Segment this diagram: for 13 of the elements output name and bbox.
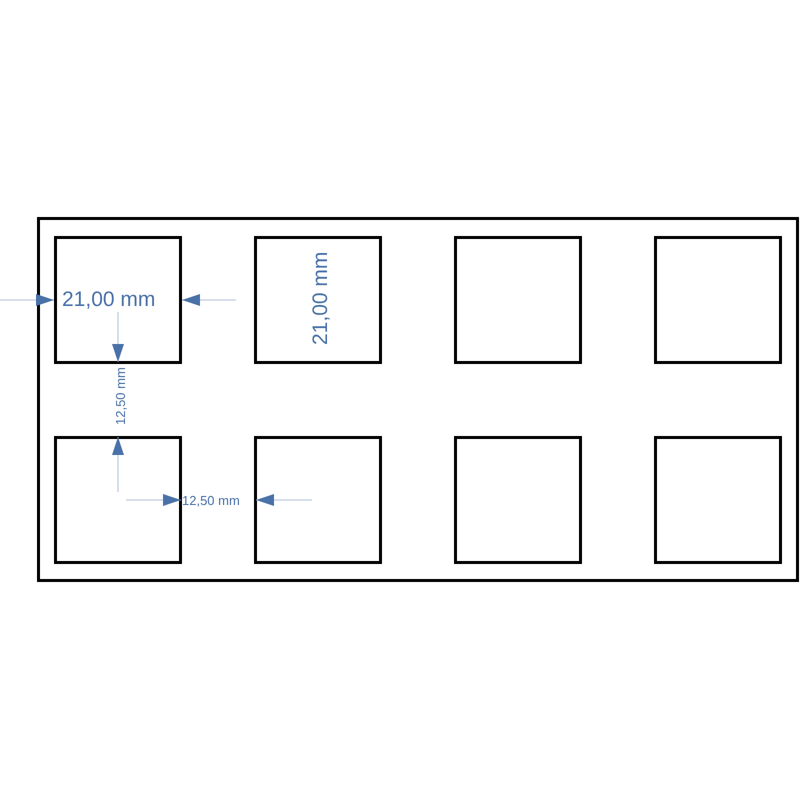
square-cutout — [54, 236, 182, 364]
square-cutout — [254, 236, 382, 364]
square-cutout — [254, 436, 382, 564]
square-cutout — [54, 436, 182, 564]
dimension-label: 12,50 mm — [114, 367, 126, 425]
dimension-label: 12,50 mm — [182, 494, 240, 507]
square-cutout — [654, 436, 782, 564]
square-cutout — [654, 236, 782, 364]
dimension-label: 21,00 mm — [62, 289, 156, 310]
square-cutout — [454, 436, 582, 564]
square-cutout — [454, 236, 582, 364]
dimension-label: 21,00 mm — [310, 251, 330, 344]
plate-outline — [37, 217, 799, 582]
